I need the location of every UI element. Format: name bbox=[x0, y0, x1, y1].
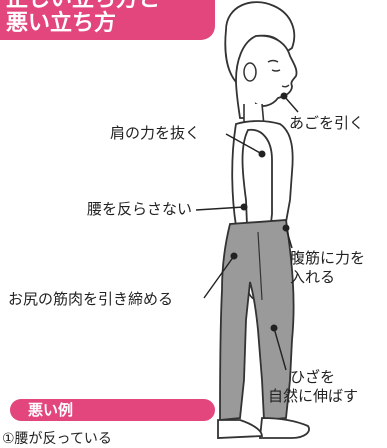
dot-shoulder bbox=[258, 150, 266, 158]
leader-shoulder bbox=[225, 133, 263, 155]
label-abs-line2: 入れる bbox=[290, 268, 336, 286]
leader-knee bbox=[273, 327, 287, 371]
leader-waist bbox=[195, 206, 245, 211]
leader-buttocks bbox=[203, 255, 235, 299]
leader-jaw bbox=[283, 95, 299, 113]
page-title-line1: 正しい立ち方と bbox=[6, 0, 160, 12]
label-abs-line1: 腹筋に力を bbox=[290, 249, 366, 267]
bad-example-bar bbox=[10, 399, 215, 421]
label-knee-line1: ひざを bbox=[290, 368, 336, 386]
page-title-line2: 悪い立ち方 bbox=[6, 11, 117, 36]
label-shoulder: 肩の力を抜く bbox=[110, 124, 201, 142]
label-knee-line2: 自然に伸ばす bbox=[268, 387, 359, 405]
figure-pants bbox=[219, 219, 295, 421]
bad-example-item-1: ①腰が反っている bbox=[2, 431, 112, 447]
title-banner bbox=[0, 0, 215, 40]
bad-example-title: 悪い例 bbox=[28, 401, 74, 419]
dot-abs bbox=[282, 224, 290, 232]
label-jaw: あごを引く bbox=[289, 114, 365, 132]
figure-foot-back bbox=[217, 419, 263, 439]
dot-knee bbox=[270, 324, 278, 332]
dot-buttocks bbox=[230, 252, 238, 260]
label-waist: 腰を反らさない bbox=[87, 200, 193, 218]
label-buttocks: お尻の筋肉を引き締める bbox=[8, 290, 174, 308]
figure-foot-front bbox=[259, 417, 310, 439]
dot-waist bbox=[240, 203, 248, 211]
dot-jaw bbox=[280, 92, 288, 100]
